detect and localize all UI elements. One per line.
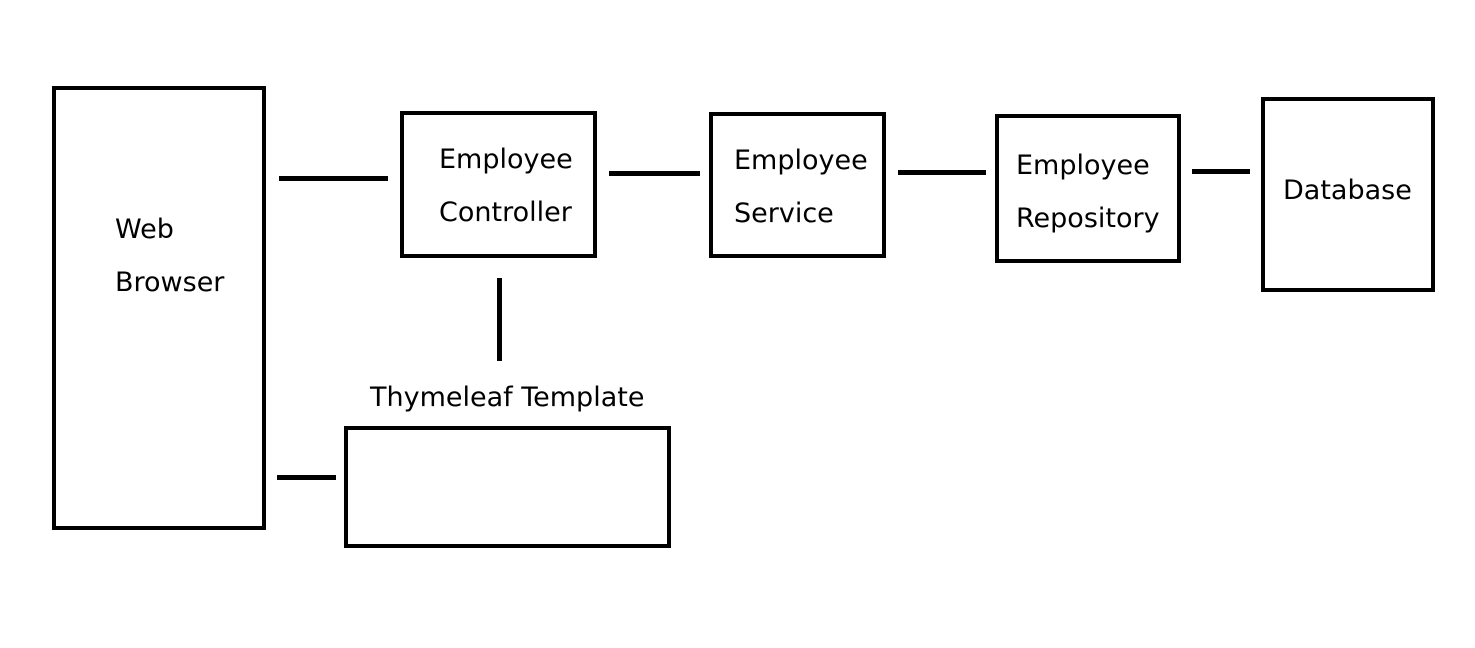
employee-service-label-line2: Service [734, 198, 834, 229]
employee-controller-label-line1: Employee [439, 144, 573, 175]
employee-service-label-line1: Employee [734, 145, 868, 176]
database-node [1261, 97, 1435, 292]
employee-service-node [709, 112, 886, 258]
web-browser-label-line1: Web [115, 214, 174, 245]
web-browser-node [52, 86, 266, 530]
database-label: Database [1283, 175, 1412, 206]
connector-controller-service [609, 171, 700, 176]
employee-repository-label-line1: Employee [1016, 150, 1150, 181]
employee-repository-label: Employee Repository [1016, 139, 1160, 245]
thymeleaf-template-label: Thymeleaf Template [370, 382, 645, 413]
employee-controller-label-line2: Controller [439, 197, 572, 228]
web-browser-label-line2: Browser [115, 267, 225, 298]
connector-browser-template [277, 475, 336, 480]
thymeleaf-template-node [344, 426, 671, 548]
employee-controller-node [400, 111, 597, 258]
connector-repository-database [1192, 169, 1250, 174]
employee-service-label: Employee Service [734, 134, 868, 240]
connector-controller-template [497, 278, 502, 361]
connector-browser-controller [279, 176, 388, 181]
web-browser-label: Web Browser [115, 203, 224, 309]
employee-controller-label: Employee Controller [439, 133, 573, 239]
employee-repository-label-line2: Repository [1016, 203, 1160, 234]
employee-repository-node [995, 114, 1181, 263]
connector-service-repository [898, 170, 986, 175]
